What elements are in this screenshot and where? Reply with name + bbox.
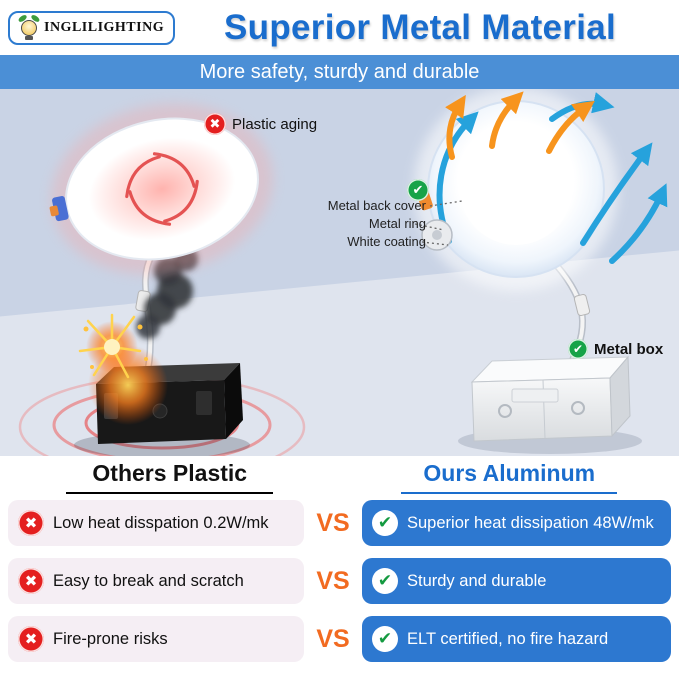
green-check-icon: ✔ — [372, 568, 398, 594]
vs-label: VS — [316, 624, 350, 653]
illustration-scene: ✖ Plastic aging ✔ Metal back cover Metal… — [0, 89, 679, 456]
comparison-headings: Others Plastic Ours Aluminum — [0, 460, 679, 494]
header: INGLILIGHTING Superior Metal Material — [0, 0, 679, 55]
metal-junction-box — [458, 355, 642, 454]
red-x-icon: ✖ — [204, 113, 226, 135]
metal-parts-check: ✔ — [407, 179, 429, 201]
plastic-aging-callout: ✖ Plastic aging — [204, 113, 317, 135]
metal-cover-disc — [421, 219, 453, 251]
others-item-text: Low heat disspation 0.2W/mk — [53, 513, 269, 532]
green-check-icon: ✔ — [407, 179, 429, 201]
ours-item-text: Superior heat dissipation 48W/mk — [407, 513, 654, 532]
brand-logo: INGLILIGHTING — [8, 10, 176, 45]
metal-parts-labels: Metal back cover Metal ring White coatin… — [318, 197, 426, 251]
red-x-icon: ✖ — [18, 626, 44, 652]
white-coating-label: White coating — [347, 234, 426, 249]
comparison-row: ✖ Easy to break and scratch VS ✔ Sturdy … — [8, 558, 671, 604]
subtitle-band: More safety, sturdy and durable — [0, 55, 679, 89]
ours-item: ✔ Superior heat dissipation 48W/mk — [362, 500, 671, 546]
metal-back-cover-label: Metal back cover — [327, 198, 426, 213]
ours-item-text: Sturdy and durable — [407, 571, 547, 590]
ours-item: ✔ ELT certified, no fire hazard — [362, 616, 671, 662]
ours-item-text: ELT certified, no fire hazard — [407, 629, 609, 648]
comparison-table: ✖ Low heat disspation 0.2W/mk VS ✔ Super… — [0, 500, 679, 674]
lightbulb-icon — [17, 13, 41, 40]
others-item: ✖ Easy to break and scratch — [8, 558, 304, 604]
brand-name: INGLILIGHTING — [44, 19, 165, 35]
comparison-row: ✖ Low heat disspation 0.2W/mk VS ✔ Super… — [8, 500, 671, 546]
comparison-row: ✖ Fire-prone risks VS ✔ ELT certified, n… — [8, 616, 671, 662]
plastic-aging-label: Plastic aging — [232, 115, 318, 133]
red-x-icon: ✖ — [18, 568, 44, 594]
green-check-icon: ✔ — [372, 626, 398, 652]
callout-leaders — [414, 200, 463, 246]
page-title: Superior Metal Material — [224, 7, 617, 47]
metal-downlight — [414, 89, 618, 291]
scene-art — [18, 89, 668, 456]
fire-sparks — [78, 313, 148, 379]
subtitle: More safety, sturdy and durable — [199, 60, 480, 83]
red-x-icon: ✖ — [18, 510, 44, 536]
others-item: ✖ Low heat disspation 0.2W/mk — [8, 500, 304, 546]
others-item-text: Fire-prone risks — [53, 629, 168, 648]
others-heading: Others Plastic — [66, 460, 274, 494]
others-item-text: Easy to break and scratch — [53, 571, 244, 590]
plastic-junction-box — [74, 345, 250, 456]
vs-label: VS — [316, 508, 350, 537]
ours-heading: Ours Aluminum — [401, 460, 618, 494]
green-check-icon: ✔ — [372, 510, 398, 536]
vs-label: VS — [316, 566, 350, 595]
metal-ring-label: Metal ring — [368, 216, 426, 231]
metal-box-label: Metal box — [594, 340, 664, 358]
metal-box-callout: ✔ Metal box — [568, 339, 663, 359]
ours-item: ✔ Sturdy and durable — [362, 558, 671, 604]
others-item: ✖ Fire-prone risks — [8, 616, 304, 662]
green-check-icon: ✔ — [568, 339, 588, 359]
plastic-downlight — [49, 103, 273, 275]
